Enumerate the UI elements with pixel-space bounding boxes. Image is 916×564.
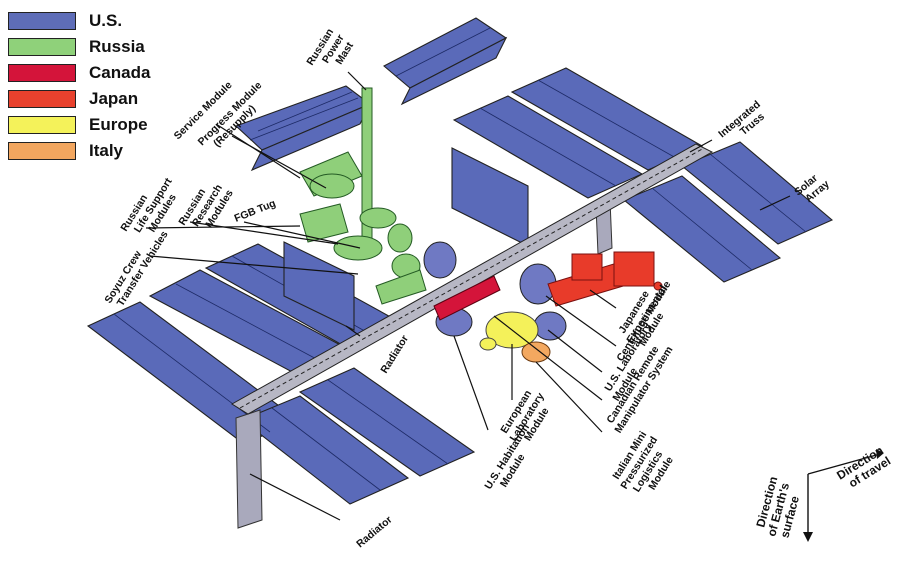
legend-label: U.S. bbox=[89, 11, 123, 30]
label-italian-mini: Italian Mini Pressurized Logistics Modul… bbox=[610, 429, 676, 494]
legend-item-canada: Canada bbox=[8, 63, 150, 83]
legend-item-us: U.S. bbox=[8, 11, 122, 31]
label-fgb-tug: FGB Tug bbox=[233, 197, 278, 224]
label-russian-life-support: Russian Life Support Modules bbox=[118, 176, 179, 235]
legend-item-russia: Russia bbox=[8, 37, 145, 57]
legend-item-japan: Japan bbox=[8, 89, 138, 109]
label-radiator-center: Radiator bbox=[378, 333, 411, 375]
legend-swatch bbox=[8, 38, 76, 56]
solar-array-top-left bbox=[234, 85, 372, 172]
label-line: FGB Tug bbox=[233, 197, 278, 224]
legend-label: Italy bbox=[89, 141, 124, 160]
label-integrated-truss: Integrated Truss bbox=[716, 98, 767, 140]
legend-swatch bbox=[8, 64, 76, 82]
legend-label: Japan bbox=[89, 89, 139, 108]
legend-swatch bbox=[8, 12, 76, 30]
solar-array-right-lower bbox=[622, 141, 834, 283]
integrated-truss bbox=[231, 143, 714, 415]
legend-swatch bbox=[8, 142, 76, 160]
leader-lines bbox=[145, 71, 791, 521]
label-european-laboratory: European Laboratory Module bbox=[498, 388, 551, 443]
japanese-module-body bbox=[547, 251, 663, 307]
radiator-panels bbox=[235, 147, 613, 529]
label-line: Radiator bbox=[354, 514, 394, 551]
legend-label: Europe bbox=[89, 115, 148, 134]
label-russian-research: Russian Research Modules bbox=[176, 182, 236, 230]
legend-swatch bbox=[8, 116, 76, 134]
legend-label: Canada bbox=[89, 63, 151, 82]
label-radiator-bottom: Radiator bbox=[354, 514, 394, 551]
legend-item-italy: Italy bbox=[8, 141, 123, 161]
label-direction-travel: Direction of travel bbox=[834, 443, 893, 490]
legend-swatch bbox=[8, 90, 76, 108]
legend-item-europe: Europe bbox=[8, 115, 148, 135]
legend-label: Russia bbox=[89, 37, 145, 56]
label-direction-earth: Direction of Earth's surface bbox=[753, 475, 802, 539]
russian-segment bbox=[299, 87, 427, 305]
label-russian-power-mast: Russian Power Mast bbox=[304, 27, 356, 68]
direction-arrows bbox=[803, 449, 884, 542]
solar-array-mast-top bbox=[383, 17, 508, 106]
label-line: Radiator bbox=[378, 333, 411, 375]
canadian-arm bbox=[433, 275, 501, 321]
italian-module-body bbox=[521, 341, 551, 363]
us-modules bbox=[423, 241, 567, 341]
